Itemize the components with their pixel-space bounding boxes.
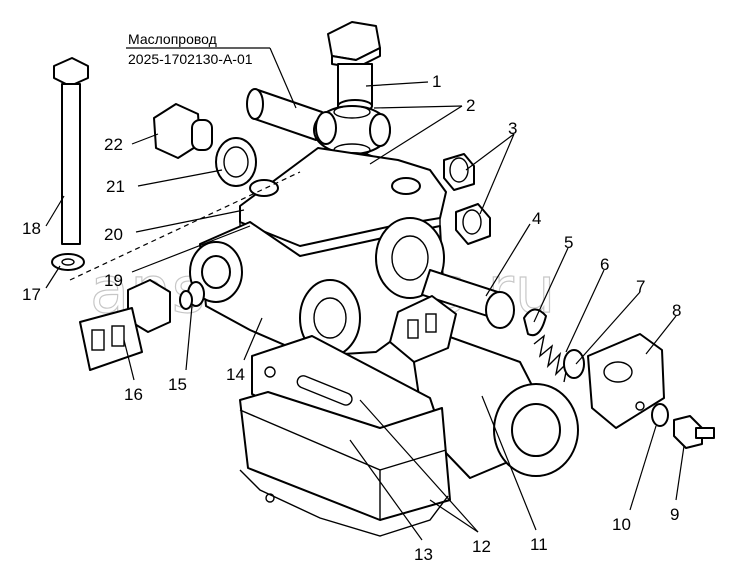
spring-part-6 [533, 334, 570, 383]
callout-16: 16 [124, 385, 143, 404]
plug-part-3-upper [443, 153, 475, 191]
washer-part-10 [651, 403, 669, 427]
oil-pipe [246, 88, 323, 141]
valve-housing [189, 217, 445, 357]
callout-12: 12 [472, 537, 491, 556]
callout-7: 7 [636, 277, 645, 296]
banjo-bolt-part-1 [327, 21, 381, 113]
fitting-part-22 [153, 103, 213, 159]
oil-pipe-caption: Маслопровод 2025-1702130-А-01 [126, 31, 297, 109]
washer-part-17 [51, 253, 85, 271]
bolt-part-18 [53, 57, 89, 245]
callout-6: 6 [600, 255, 609, 274]
sensor-part-16 [79, 279, 171, 371]
callout-10: 10 [612, 515, 631, 534]
leader-lines [45, 81, 685, 541]
callout-18: 18 [22, 219, 41, 238]
callout-3: 3 [508, 119, 517, 138]
callout-19: 19 [104, 271, 123, 290]
banjo-fitting [313, 105, 391, 157]
caption-line-2: 2025-1702130-А-01 [128, 51, 253, 67]
callout-numbers: 1 2 3 4 5 6 7 8 9 10 11 12 13 14 15 16 1… [22, 72, 681, 564]
callout-20: 20 [104, 225, 123, 244]
ring-part-7 [563, 349, 585, 379]
callout-5: 5 [564, 233, 573, 252]
callout-8: 8 [672, 301, 681, 320]
callout-21: 21 [106, 177, 125, 196]
bolt-part-9 [673, 415, 715, 449]
callout-15: 15 [168, 375, 187, 394]
seal-ring-part-21 [215, 137, 257, 187]
end-cap-part-8 [587, 333, 665, 429]
callout-2: 2 [466, 96, 475, 115]
callout-1: 1 [432, 72, 441, 91]
plug-part-15 [179, 290, 193, 310]
caption-leader [269, 47, 297, 109]
spool-part-4 [420, 269, 515, 329]
callout-13: 13 [414, 545, 433, 564]
caption-line-1: Маслопровод [128, 31, 217, 47]
circlip-part-5 [523, 308, 547, 337]
callout-14: 14 [226, 365, 245, 384]
callout-4: 4 [532, 209, 541, 228]
plug-part-3-lower [455, 203, 491, 245]
callout-9: 9 [670, 505, 679, 524]
callout-17: 17 [22, 285, 41, 304]
callout-11: 11 [530, 535, 548, 554]
callout-22: 22 [104, 135, 123, 154]
